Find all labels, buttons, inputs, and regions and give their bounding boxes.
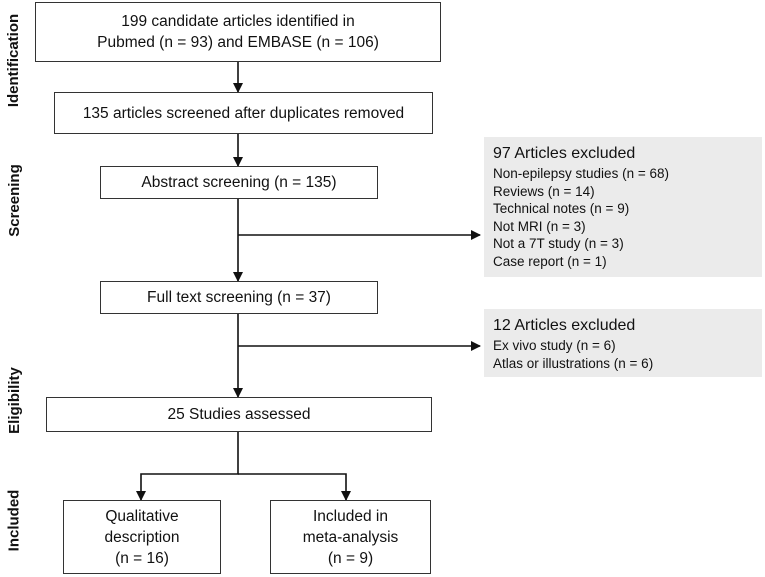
meta-line-1: Included in (313, 507, 388, 525)
meta-analysis-box: Included in meta-analysis (n = 9) (270, 500, 431, 574)
fulltext-screening-box: Full text screening (n = 37) (100, 281, 378, 314)
qualitative-box: Qualitative description (n = 16) (63, 500, 221, 574)
identified-box: 199 candidate articles identified in Pub… (35, 2, 441, 62)
stage-screening: Screening (5, 163, 23, 237)
exclusion-item: Non-epilepsy studies (n = 68) (493, 166, 669, 181)
exclusion-item: Reviews (n = 14) (493, 183, 595, 199)
exclusion-item: Case report (n = 1) (493, 253, 607, 269)
assessed-box: 25 Studies assessed (46, 397, 432, 432)
fulltext-exclusion-heading: 12 Articles excluded (493, 317, 636, 334)
identified-line-2: Pubmed (n = 93) and EMBASE (n = 106) (97, 34, 379, 51)
fulltext-screening-text: Full text screening (n = 37) (147, 289, 331, 306)
screened-text: 135 articles screened after duplicates r… (82, 104, 405, 122)
qualitative-line-2: description (104, 528, 180, 546)
stage-identification: Identification (5, 13, 23, 107)
qualitative-line-1: Qualitative (105, 507, 179, 525)
abstract-screening-box: Abstract screening (n = 135) (100, 166, 378, 199)
meta-line-3: (n = 9) (327, 549, 374, 567)
stage-eligibility: Eligibility (5, 366, 23, 434)
fulltext-exclusion-panel: 12 Articles excluded Ex vivo study (n = … (484, 309, 762, 377)
exclusion-item: Not a 7T study (n = 3) (493, 236, 624, 251)
assessed-text: 25 Studies assessed (167, 406, 311, 423)
screened-box: 135 articles screened after duplicates r… (54, 92, 433, 134)
stage-included: Included (5, 489, 23, 551)
split-connector (136, 431, 239, 501)
abstract-exclusion-panel: 97 Articles excluded Non-epilepsy studie… (484, 137, 762, 277)
exclusion-item: Technical notes (n = 9) (493, 201, 630, 216)
split-connector-right (238, 473, 351, 501)
exclusion-item: Not MRI (n = 3) (493, 218, 586, 234)
exclusion-item: Atlas or illustrations (n = 6) (493, 355, 654, 371)
qualitative-line-3: (n = 16) (115, 549, 169, 567)
abstract-screening-text: Abstract screening (n = 135) (141, 174, 337, 191)
meta-line-2: meta-analysis (302, 528, 399, 546)
exclusion-item: Ex vivo study (n = 6) (493, 338, 616, 353)
abstract-exclusion-heading: 97 Articles excluded (493, 145, 636, 162)
identified-line-1: 199 candidate articles identified in (121, 13, 355, 30)
